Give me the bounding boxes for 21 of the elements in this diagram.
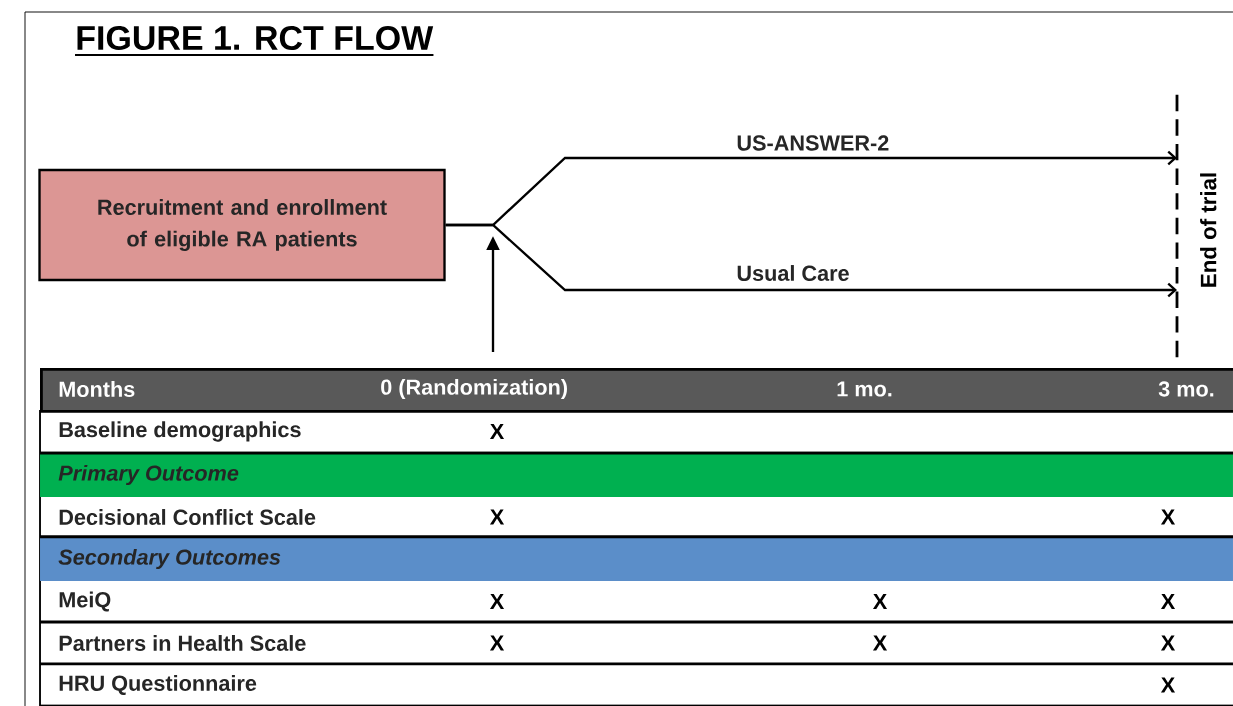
row-label: Decisional Conflict Scale <box>59 509 316 525</box>
table-mark: X <box>1160 635 1176 651</box>
table-mark: X <box>872 594 888 609</box>
table-mark: X <box>489 509 505 525</box>
edge-label: US-ANSWER-2 <box>735 134 891 152</box>
edge-label: Usual Care <box>735 263 851 283</box>
row-label: HRU Questionnaire <box>59 675 257 695</box>
process-box: Recruitment and enrollment of eligible RA patients <box>38 168 446 282</box>
table-mark: X <box>1160 509 1176 525</box>
section-band: Primary Outcome <box>40 451 1233 497</box>
section-band: Secondary Outcomes <box>40 535 1233 581</box>
table-header: Months 0 (Randomization) 1 mo. 3 mo. <box>40 368 1233 413</box>
table-mark: X <box>872 635 888 651</box>
row-label: Partners in Health Scale <box>59 635 306 651</box>
table-mark: X <box>489 594 505 609</box>
table-mark: X <box>489 635 505 651</box>
arrow <box>445 223 1177 298</box>
table-mark: X <box>1160 677 1176 693</box>
table-mark: X <box>1160 594 1176 609</box>
row-label: MeiQ <box>59 591 111 612</box>
figure-title: FIGURE 1. RCT FLOW <box>74 26 435 56</box>
